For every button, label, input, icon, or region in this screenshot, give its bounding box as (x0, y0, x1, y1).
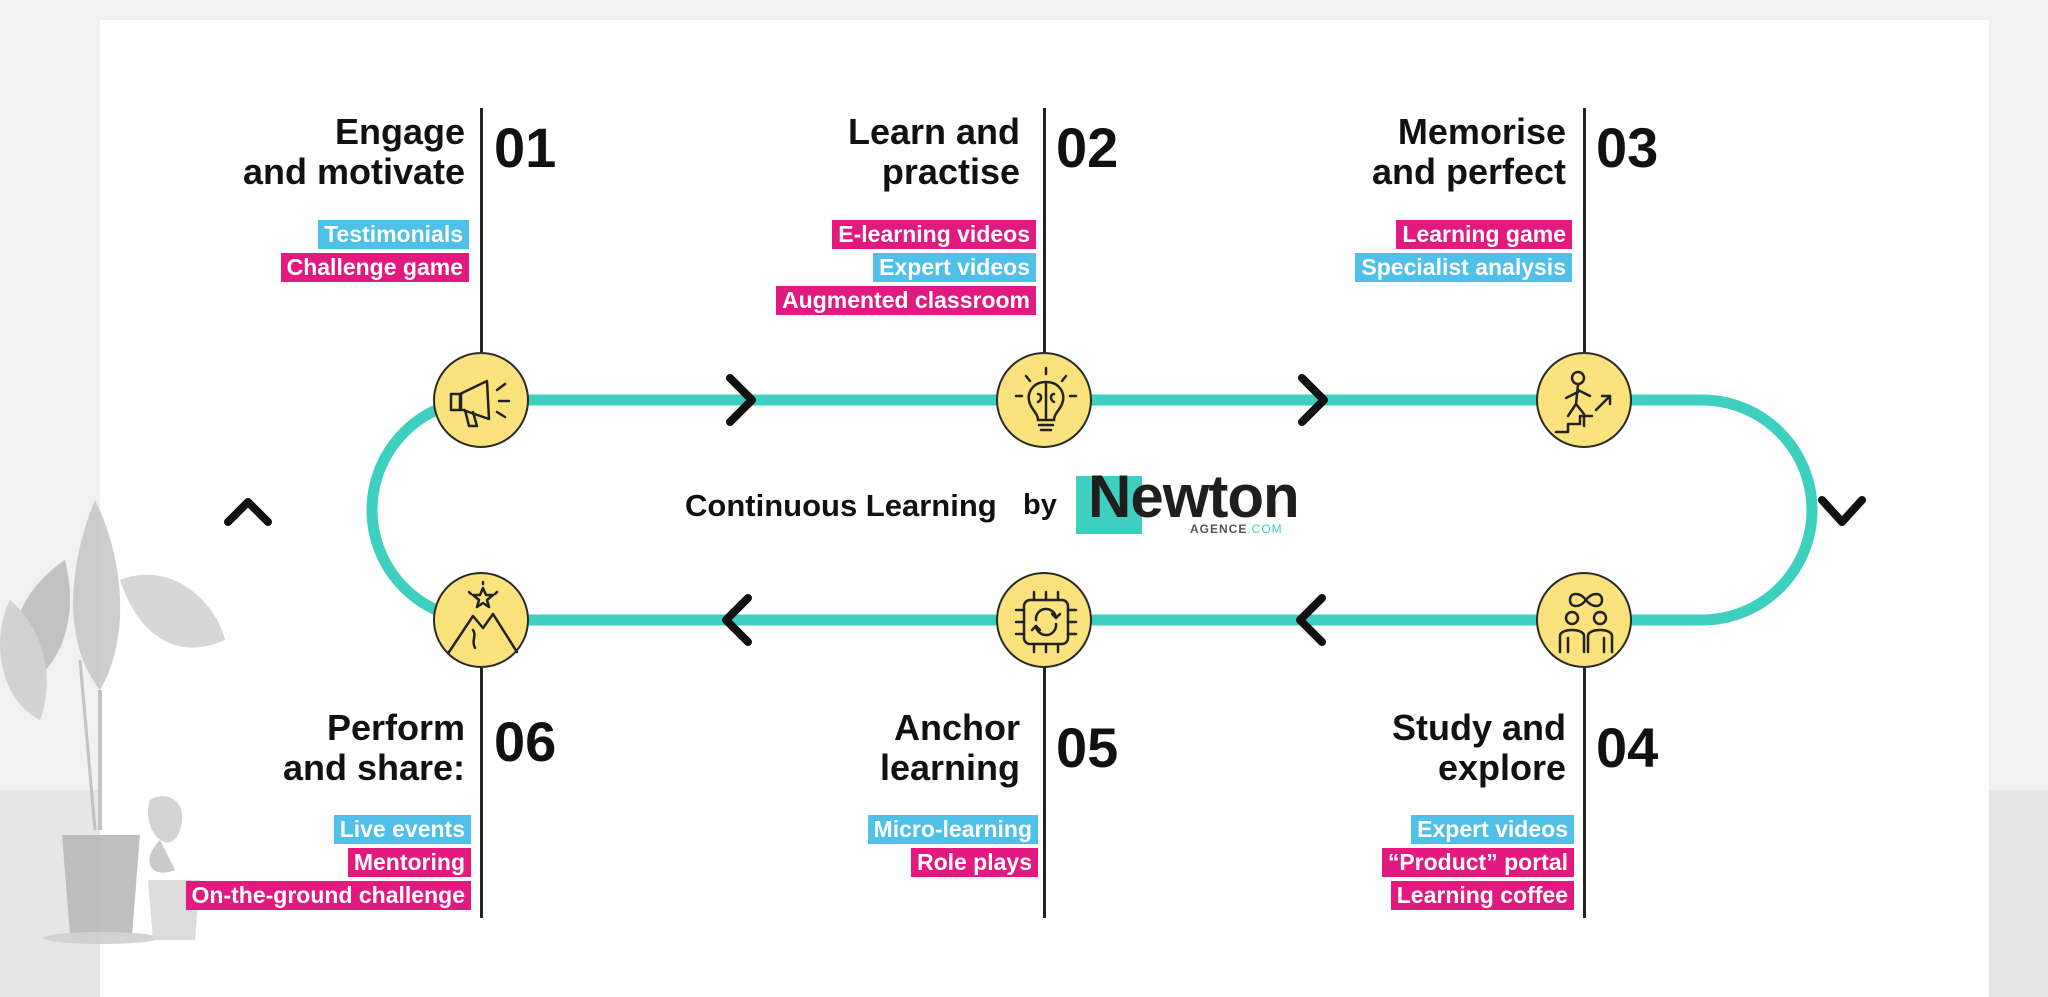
tag-product-portal: “Product” portal (1381, 848, 1574, 877)
step-06-number: 06 (494, 710, 557, 773)
step-03-tags: Learning game Specialist analysis (1355, 220, 1572, 286)
step-03-number: 03 (1596, 116, 1659, 179)
newton-logo-mark (1076, 476, 1142, 534)
chip-cycle-icon (1014, 590, 1078, 654)
step-02-number: 02 (1056, 116, 1119, 179)
tag-micro-learning: Micro-learning (867, 815, 1038, 844)
center-by: by (1023, 489, 1057, 521)
tag-live-events: Live events (333, 815, 471, 844)
climbing-stairs-icon (1554, 370, 1612, 434)
tag-role-plays: Role plays (910, 848, 1038, 877)
tag-expert-videos: Expert videos (873, 253, 1036, 282)
arrow-right-icon (726, 374, 756, 426)
arrow-left-icon (722, 594, 752, 646)
tag-testimonials: Testimonials (318, 220, 469, 249)
step-01-tags: Testimonials Challenge game (280, 220, 469, 286)
step-01-line (480, 108, 483, 352)
arrow-down-icon (1818, 496, 1866, 526)
arrow-left-icon (1296, 594, 1326, 646)
lightbulb-brain-icon (1014, 366, 1078, 432)
arrow-right-icon (1298, 374, 1328, 426)
step-05-line (1043, 668, 1046, 918)
center-title: Continuous Learning (685, 488, 997, 523)
tag-challenge-game: Challenge game (280, 253, 469, 282)
step-02-line (1043, 108, 1046, 352)
tag-learning-coffee: Learning coffee (1390, 881, 1574, 910)
step-02-tags: E-learning videos Expert videos Augmente… (776, 220, 1036, 319)
mountain-star-icon (447, 580, 519, 654)
tag-mentoring: Mentoring (347, 848, 471, 877)
step-06-line (480, 668, 483, 918)
step-03-node (1536, 352, 1632, 448)
tag-learning-game: Learning game (1396, 220, 1572, 249)
step-01-number: 01 (494, 116, 557, 179)
tag-on-the-ground-challenge: On-the-ground challenge (185, 881, 471, 910)
tag-e-learning-videos: E-learning videos (832, 220, 1036, 249)
step-06-tags: Live events Mentoring On-the-ground chal… (185, 815, 471, 914)
step-01-node (433, 352, 529, 448)
tag-expert-videos: Expert videos (1411, 815, 1574, 844)
step-05-number: 05 (1056, 716, 1119, 779)
step-04-tags: Expert videos “Product” portal Learning … (1381, 815, 1574, 914)
newton-logo: Newton (1088, 463, 1300, 530)
step-02-node (996, 352, 1092, 448)
newton-logo-sub: AGENCE.COM (1190, 522, 1283, 536)
two-people-infinity-icon (1558, 592, 1614, 654)
step-06-node (433, 572, 529, 668)
tag-augmented-classroom: Augmented classroom (776, 286, 1036, 315)
step-05-tags: Micro-learning Role plays (867, 815, 1038, 881)
step-05-node (996, 572, 1092, 668)
step-04-node (1536, 572, 1632, 668)
tag-specialist-analysis: Specialist analysis (1355, 253, 1572, 282)
arrow-up-icon (224, 498, 272, 526)
step-03-line (1583, 108, 1586, 352)
megaphone-icon (449, 379, 511, 428)
step-04-number: 04 (1596, 716, 1659, 779)
step-04-line (1583, 668, 1586, 918)
